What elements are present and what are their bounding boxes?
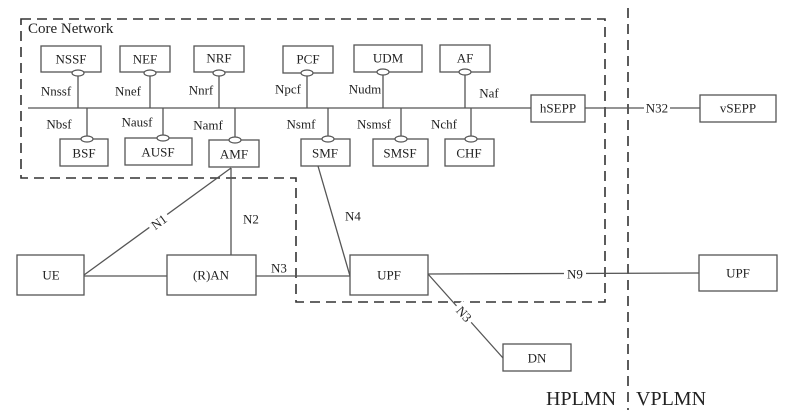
iface-naf: Naf <box>479 86 499 101</box>
svg-text:SMF: SMF <box>312 146 338 161</box>
udm-port-icon <box>376 68 390 76</box>
svg-text:PCF: PCF <box>296 52 319 67</box>
node-hsepp: hSEPP <box>530 94 586 123</box>
svg-text:UPF: UPF <box>726 266 750 281</box>
svg-text:UE: UE <box>42 268 59 283</box>
nf-chf: CHF <box>444 135 495 167</box>
svg-text:vSEPP: vSEPP <box>720 101 756 116</box>
iface-nchf: Nchf <box>431 117 458 132</box>
region-vplmn: VPLMN <box>636 388 706 410</box>
iface-nausf: Nausf <box>121 115 153 130</box>
svg-text:NRF: NRF <box>206 51 231 66</box>
pcf-port-icon <box>300 69 314 77</box>
node-upf-home: UPF <box>349 254 429 296</box>
svg-text:CHF: CHF <box>456 146 481 161</box>
iface-npcf: Npcf <box>275 82 302 97</box>
nf-nef: NEF <box>119 45 171 77</box>
nef-port-icon <box>143 69 157 77</box>
ausf-port-icon <box>156 134 170 142</box>
af-port-icon <box>458 68 472 76</box>
nf-bsf: BSF <box>59 135 109 167</box>
core-network-boundary <box>20 18 606 303</box>
iface-nnrf: Nnrf <box>189 83 214 98</box>
iface-n9: N9 <box>567 267 583 282</box>
chf-port-icon <box>464 135 478 143</box>
svg-text:BSF: BSF <box>72 146 95 161</box>
iface-nsmsf: Nsmsf <box>357 117 392 132</box>
svg-text:UPF: UPF <box>377 268 401 283</box>
nrf-port-icon <box>212 69 226 77</box>
svg-text:NEF: NEF <box>133 52 158 67</box>
amf-port-icon <box>228 136 242 144</box>
smf-port-icon <box>321 135 335 143</box>
nf-af: AF <box>439 44 491 76</box>
iface-n3-ran-upf: N3 <box>271 261 287 276</box>
svg-text:AF: AF <box>457 51 474 66</box>
node-vsepp: vSEPP <box>699 94 777 123</box>
region-hplmn: HPLMN <box>546 388 616 410</box>
iface-n32: N32 <box>646 101 668 116</box>
nf-smf: SMF <box>300 135 351 167</box>
svg-text:DN: DN <box>528 351 547 366</box>
core-network-label: Core Network <box>28 21 114 37</box>
svg-text:NSSF: NSSF <box>55 52 86 67</box>
n4-link <box>317 165 351 277</box>
node-ran: (R)AN <box>166 254 257 296</box>
nf-amf: AMF <box>208 136 260 168</box>
iface-nbsf: Nbsf <box>46 117 72 132</box>
nf-nssf: NSSF <box>40 45 102 77</box>
iface-namf: Namf <box>193 118 223 133</box>
svg-text:SMSF: SMSF <box>383 146 416 161</box>
iface-n4: N4 <box>345 209 361 224</box>
nf-nrf: NRF <box>193 45 245 77</box>
nf-smsf: SMSF <box>372 135 429 167</box>
node-dn: DN <box>502 343 572 372</box>
nf-ausf: AUSF <box>124 134 193 166</box>
iface-n2: N2 <box>243 212 259 227</box>
svg-text:hSEPP: hSEPP <box>540 101 576 116</box>
iface-nsmf: Nsmf <box>287 117 317 132</box>
iface-nudm: Nudm <box>349 82 382 97</box>
svg-text:AUSF: AUSF <box>141 145 174 160</box>
node-upf-visited: UPF <box>698 254 778 292</box>
n9-link <box>427 272 700 275</box>
nf-pcf: PCF <box>282 45 334 77</box>
iface-nnef: Nnef <box>115 84 142 99</box>
svg-text:AMF: AMF <box>220 147 248 162</box>
node-ue: UE <box>16 254 85 296</box>
smsf-port-icon <box>394 135 408 143</box>
nssf-port-icon <box>71 69 85 77</box>
bsf-port-icon <box>80 135 94 143</box>
iface-nnssf: Nnssf <box>41 84 72 99</box>
svg-text:(R)AN: (R)AN <box>193 268 230 283</box>
nf-udm: UDM <box>353 44 423 76</box>
svg-text:UDM: UDM <box>373 51 404 66</box>
